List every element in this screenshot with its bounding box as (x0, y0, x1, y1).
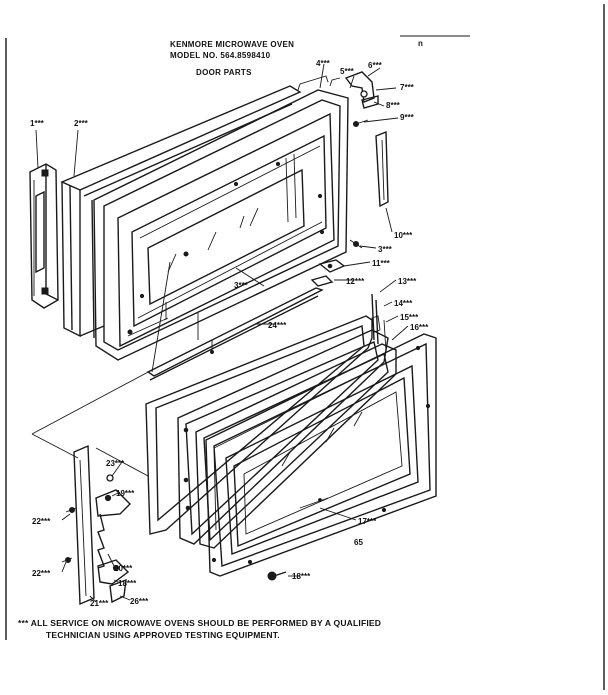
callout-7: 7*** (400, 83, 415, 92)
leader-lines (35, 63, 409, 603)
callout-16: 16*** (410, 323, 429, 332)
hinge-bracket (344, 71, 379, 109)
callout-10: 10*** (394, 231, 413, 240)
callout-22a: 22*** (32, 517, 51, 526)
latch-assembly-bar (73, 444, 95, 606)
latch-plate (318, 259, 346, 273)
door-handle (29, 163, 59, 309)
latch-rod (375, 130, 389, 208)
callout-8: 8*** (386, 101, 401, 110)
door-glass-frame (205, 333, 437, 577)
latch-screw (353, 119, 369, 127)
callout-9: 9*** (400, 113, 415, 122)
main-door-panel (93, 75, 349, 361)
callout-1: 1*** (30, 119, 45, 128)
callout-2: 2*** (74, 119, 89, 128)
callout-17: 17*** (358, 517, 377, 526)
page-number: 65 (354, 538, 363, 547)
callout-24: 24*** (268, 321, 287, 330)
callout-14: 14*** (394, 299, 413, 308)
door-seal-strip (146, 287, 324, 381)
latch-screw-upper (65, 507, 77, 513)
callout-5: 5*** (340, 67, 355, 76)
callout-20: 20*** (114, 564, 133, 573)
callout-18: 18*** (292, 572, 311, 581)
model-number: MODEL NO. 564.8598410 (170, 51, 271, 60)
callout-3a: 3*** (234, 281, 249, 290)
service-note-line2: TECHNICIAN USING APPROVED TESTING EQUIPM… (46, 630, 280, 640)
section-title: DOOR PARTS (196, 68, 252, 77)
mounting-screw (349, 239, 363, 249)
callout-23: 23*** (106, 459, 125, 468)
callout-4: 4*** (316, 59, 331, 68)
latch-lever-lower (97, 559, 130, 585)
latch-screw-lower (61, 557, 73, 563)
callout-15: 15*** (400, 313, 419, 322)
diagram-title: KENMORE MICROWAVE OVEN (170, 40, 294, 49)
choke-frame-inner (177, 329, 389, 545)
callout-6: 6*** (368, 61, 383, 70)
callout-12: 12*** (346, 277, 365, 286)
callout-19: 19*** (116, 489, 135, 498)
door-screw-18 (267, 571, 287, 581)
callout-11: 11*** (372, 259, 391, 268)
corner-mark: n (418, 39, 423, 48)
outer-door-frame (60, 85, 302, 339)
latch-clip-bottom (109, 578, 127, 604)
callout-18b: 18*** (118, 579, 137, 588)
latch-clip (310, 275, 334, 287)
callout-13: 13*** (398, 277, 417, 286)
callout-3b: 3*** (378, 245, 393, 254)
latch-spring (97, 513, 105, 569)
callout-21: 21*** (90, 599, 109, 608)
callout-26: 26*** (130, 597, 149, 606)
callout-22b: 22*** (32, 569, 51, 578)
latch-lever-upper (95, 474, 131, 517)
service-note-line1: *** ALL SERVICE ON MICROWAVE OVENS SHOUL… (18, 618, 381, 628)
